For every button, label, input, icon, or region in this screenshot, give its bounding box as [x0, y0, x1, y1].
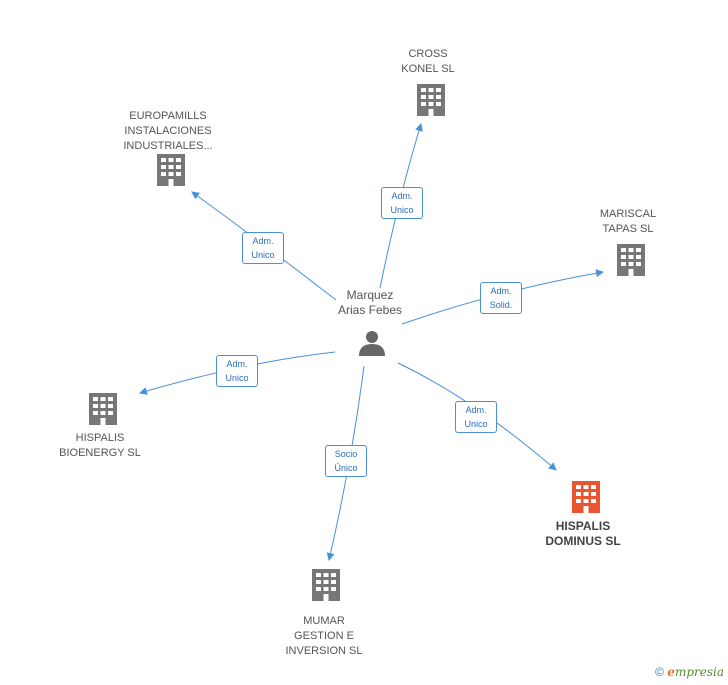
company-name-mumar[interactable]: MUMAR GESTION E INVERSION SL — [285, 615, 363, 657]
company-name-bioenergy[interactable]: HISPALIS BIOENERGY SL — [59, 432, 141, 459]
company-name-europamills[interactable]: EUROPAMILLS INSTALACIONES INDUSTRIALES..… — [123, 110, 213, 152]
edge-label-mariscal[interactable]: Adm. Solid. — [480, 282, 522, 314]
building-icon[interactable] — [417, 84, 445, 116]
company-name-cross[interactable]: CROSS KONEL SL — [401, 48, 455, 75]
company-name-mariscal[interactable]: MARISCAL TAPAS SL — [599, 208, 657, 235]
edge-label-dominus[interactable]: Adm. Unico — [455, 401, 497, 433]
copyright-icon: © — [655, 665, 664, 679]
brand-logo-text: mpresia — [674, 665, 724, 679]
edge-label-mumar[interactable]: Socio Único — [325, 445, 367, 477]
building-icon[interactable] — [617, 244, 645, 276]
person-icon[interactable] — [359, 331, 385, 356]
brand-footer: © empresia — [655, 665, 724, 679]
building-icon[interactable] — [157, 154, 185, 186]
company-name-dominus[interactable]: HISPALIS DOMINUS SL — [545, 519, 621, 548]
building-icon[interactable] — [572, 481, 600, 513]
edge-label-bioenergy[interactable]: Adm. Unico — [216, 355, 258, 387]
building-icon[interactable] — [89, 393, 117, 425]
person-name[interactable]: Marquez Arias Febes — [337, 288, 403, 317]
building-icon[interactable] — [312, 569, 340, 601]
edge-label-europamills[interactable]: Adm. Unico — [242, 232, 284, 264]
brand-logo-initial: e — [667, 665, 675, 679]
edge-label-cross[interactable]: Adm. Unico — [381, 187, 423, 219]
